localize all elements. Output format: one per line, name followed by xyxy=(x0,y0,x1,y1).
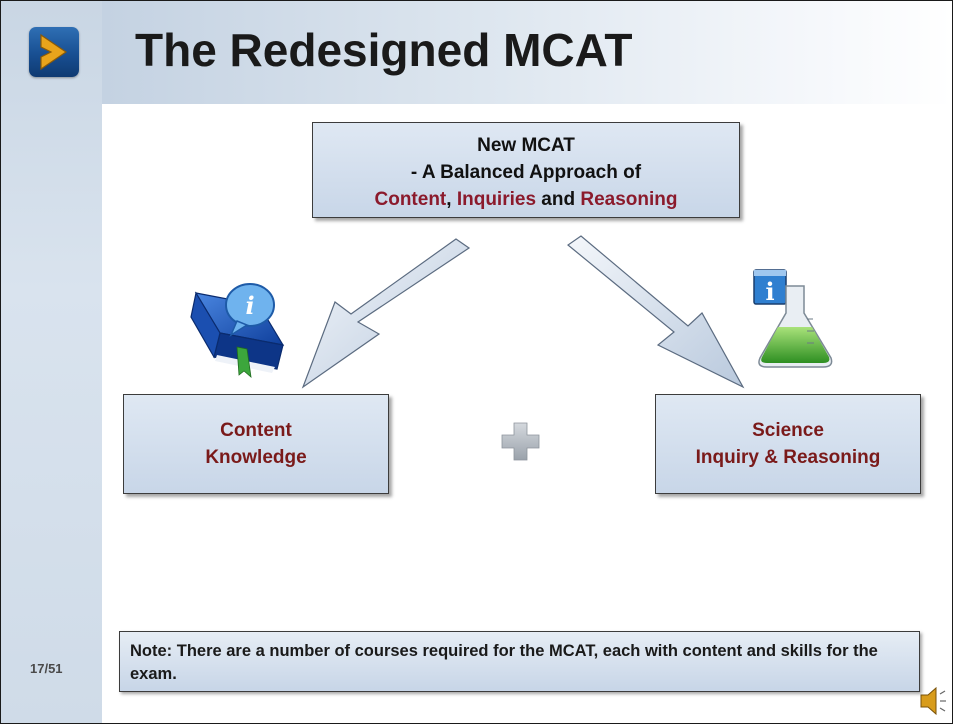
next-chevron-icon[interactable] xyxy=(29,27,79,77)
term-content: Content xyxy=(374,189,447,210)
term-reasoning: Reasoning xyxy=(580,189,678,210)
new-mcat-box: New MCAT - A Balanced Approach of Conten… xyxy=(312,122,740,218)
term-inquiries: Inquiries xyxy=(456,189,537,210)
arrow-right-icon xyxy=(567,235,745,389)
top-box-line3: Content, Inquiries and Reasoning xyxy=(313,186,739,213)
left-sidebar xyxy=(1,1,102,723)
top-box-line2: - A Balanced Approach of xyxy=(410,162,642,183)
left-box-line2: Knowledge xyxy=(205,447,307,468)
plus-icon xyxy=(501,422,540,461)
svg-text:i: i xyxy=(765,277,774,306)
page-number: 17/51 xyxy=(30,661,63,676)
content-knowledge-box: Content Knowledge xyxy=(123,394,389,494)
svg-text:i: i xyxy=(245,291,254,320)
separator-and: and xyxy=(536,189,581,210)
title-band xyxy=(102,1,952,104)
science-inquiry-box: Science Inquiry & Reasoning xyxy=(655,394,921,494)
left-box-line1: Content xyxy=(220,420,292,441)
info-book-icon: i xyxy=(190,283,285,378)
note-text: Note: There are a number of courses requ… xyxy=(130,642,878,683)
right-box-line1: Science xyxy=(752,420,824,441)
top-box-line1: New MCAT xyxy=(477,135,575,156)
slide-title: The Redesigned MCAT xyxy=(135,24,633,76)
note-box: Note: There are a number of courses requ… xyxy=(119,631,920,692)
right-box-line2: Inquiry & Reasoning xyxy=(695,447,881,468)
flask-info-icon: i xyxy=(753,269,833,368)
speaker-icon[interactable] xyxy=(920,686,946,716)
separator-comma: , xyxy=(446,189,457,210)
arrow-left-icon xyxy=(301,238,471,389)
